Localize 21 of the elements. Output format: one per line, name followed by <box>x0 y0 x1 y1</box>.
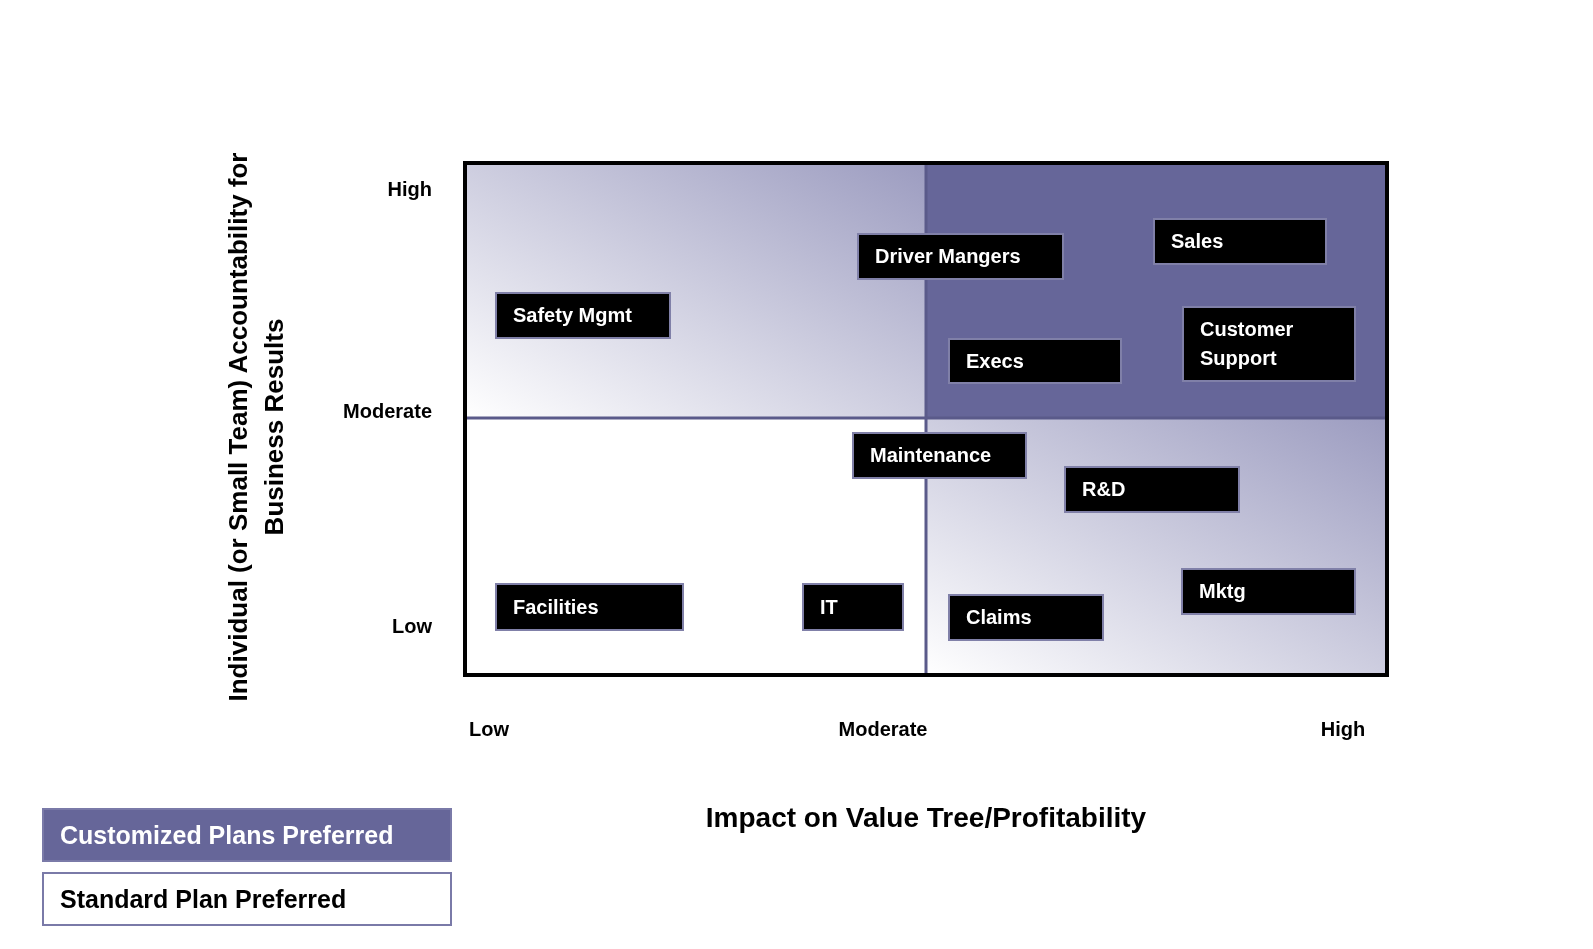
category-box: Claims <box>948 594 1104 641</box>
axis-tick-label: Low <box>469 717 509 741</box>
category-box: Driver Mangers <box>857 233 1064 280</box>
axis-tick-label: High <box>387 177 432 201</box>
axis-title: Individual (or Small Team) Accountability for Business Results <box>222 151 291 704</box>
axis-title: Impact on Value Tree/Profitability <box>705 801 1147 835</box>
category-box: Customer Support <box>1182 306 1356 382</box>
category-box: Maintenance <box>852 432 1027 479</box>
legend-swatch: Customized Plans Preferred <box>42 808 452 862</box>
axis-tick-label: Moderate <box>343 399 432 423</box>
axis-tick-label: High <box>1320 717 1366 741</box>
category-box: Facilities <box>495 583 684 631</box>
category-box: Sales <box>1153 218 1327 265</box>
axis-tick-label: Low <box>392 614 432 638</box>
axis-tick-label: Moderate <box>838 717 928 741</box>
category-box: Safety Mgmt <box>495 292 671 339</box>
category-box: Mktg <box>1181 568 1356 615</box>
category-box: IT <box>802 583 904 631</box>
legend-swatch: Standard Plan Preferred <box>42 872 452 926</box>
category-box: R&D <box>1064 466 1240 513</box>
category-box: Execs <box>948 338 1122 384</box>
